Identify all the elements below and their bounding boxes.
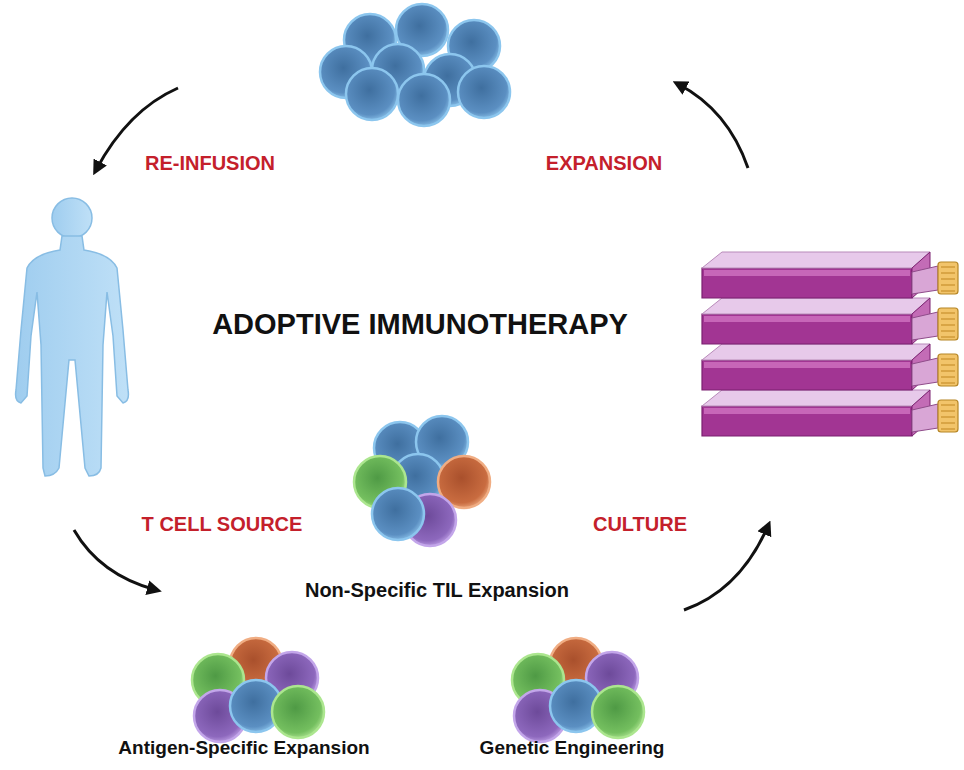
human-figure xyxy=(16,198,129,476)
culture-flask xyxy=(702,344,958,390)
t-cell xyxy=(372,488,424,540)
cycle-arrow xyxy=(684,526,768,610)
method-label: Genetic Engineering xyxy=(480,738,665,759)
flask-stack xyxy=(702,252,958,436)
t-cell xyxy=(458,66,510,118)
cycle-arrow xyxy=(678,84,748,168)
t-cell xyxy=(398,74,450,126)
cell-cluster xyxy=(320,4,510,126)
t-cell xyxy=(346,68,398,120)
cycle-arrow xyxy=(74,530,156,590)
t-cell xyxy=(272,686,324,738)
culture-flask xyxy=(702,252,958,298)
stage-label: CULTURE xyxy=(593,513,687,535)
culture-flask xyxy=(702,298,958,344)
t-cell xyxy=(592,686,644,738)
diagram-title: ADOPTIVE IMMUNOTHERAPY xyxy=(212,309,628,341)
stage-label: EXPANSION xyxy=(546,152,662,174)
stage-label: T CELL SOURCE xyxy=(142,513,303,535)
method-label: Antigen-Specific Expansion xyxy=(118,738,369,759)
cell-cluster xyxy=(354,416,490,546)
cell-cluster xyxy=(512,638,644,742)
cycle-arrows xyxy=(74,84,768,610)
cell-clusters xyxy=(192,4,644,742)
method-label: Non-Specific TIL Expansion xyxy=(305,579,569,601)
culture-flask xyxy=(702,390,958,436)
stage-label: RE-INFUSION xyxy=(145,152,275,174)
cell-cluster xyxy=(192,638,324,742)
